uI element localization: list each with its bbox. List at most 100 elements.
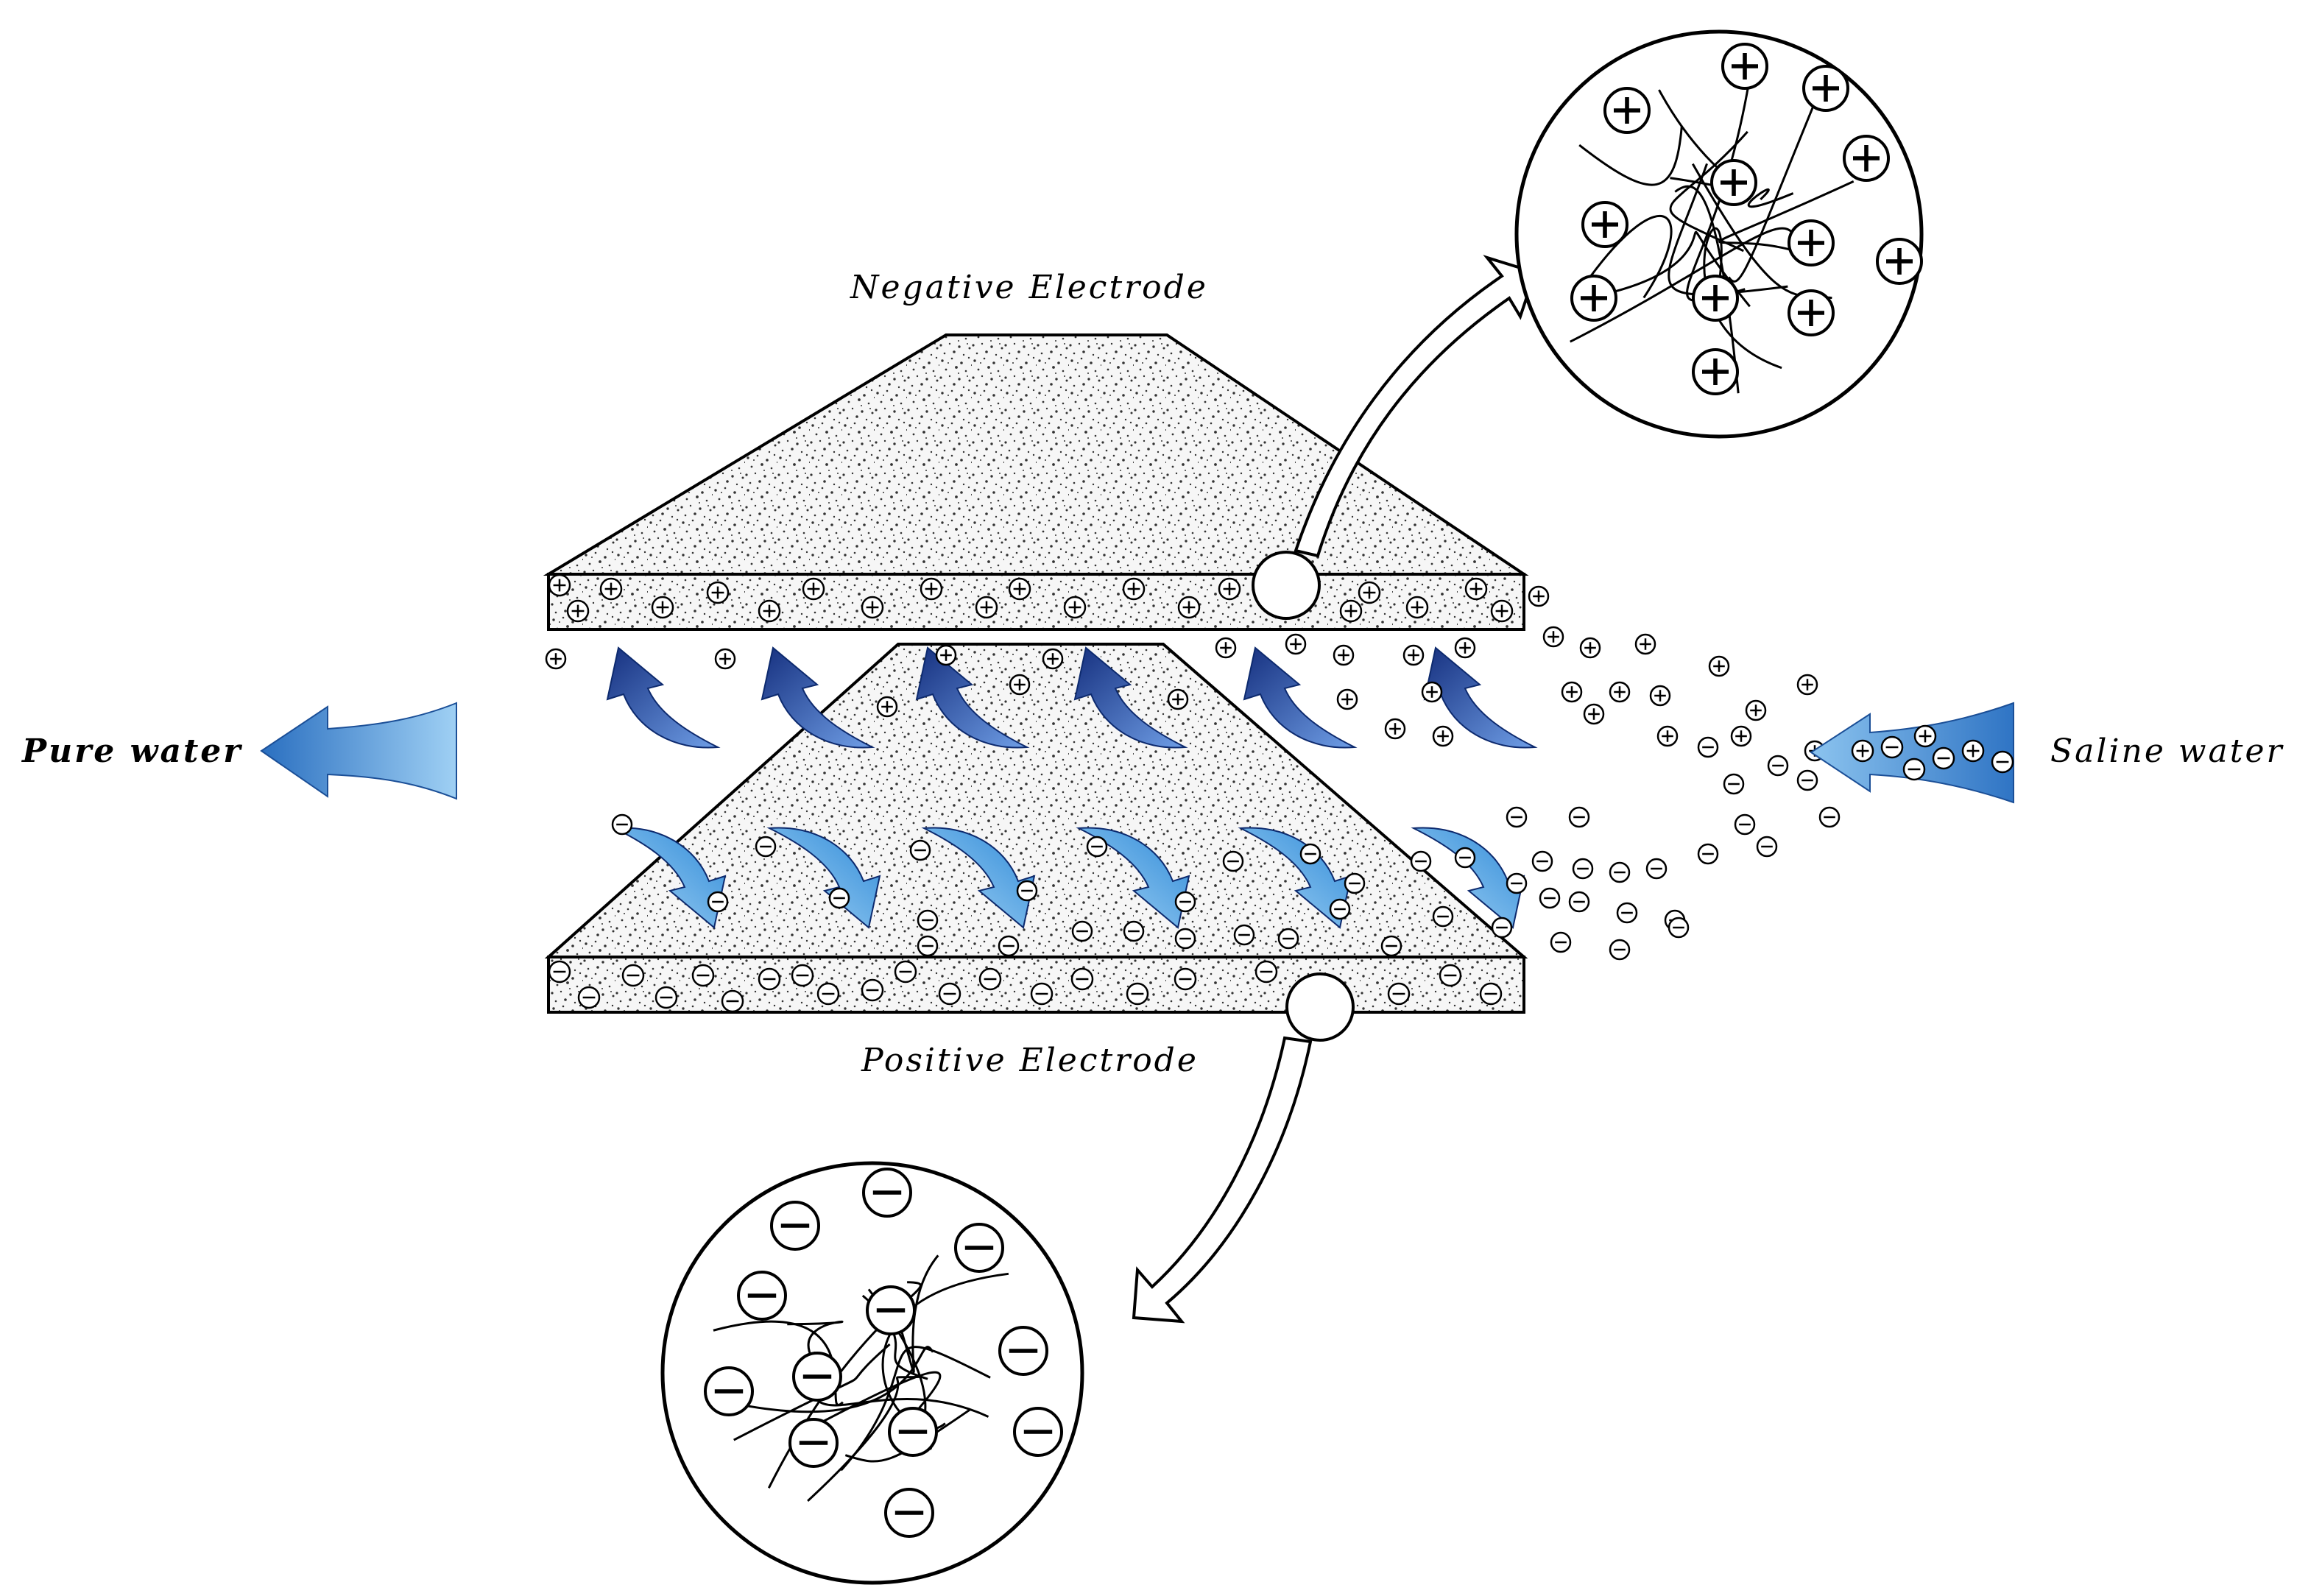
anion-icon (1410, 850, 1432, 872)
free-anions (611, 736, 1841, 961)
anion-icon (1880, 735, 1904, 759)
anion-icon (1531, 850, 1553, 872)
anion-icon (894, 960, 917, 984)
anion-icon (1233, 924, 1255, 946)
cation-icon (1570, 275, 1617, 322)
anion-icon (1572, 858, 1594, 880)
cation-icon (1634, 633, 1656, 655)
cation-icon (1167, 688, 1189, 710)
curved-flow-arrow-icon (1411, 827, 1525, 929)
cation-icon (975, 596, 998, 619)
cation-icon (1358, 581, 1381, 604)
cation-icon (714, 648, 736, 670)
cation-icon (1692, 275, 1739, 322)
anion-icon (1491, 917, 1513, 939)
anion-icon (1123, 920, 1145, 942)
cation-icon (1339, 599, 1363, 623)
anion-icon (884, 1488, 934, 1538)
anion-icon (954, 1223, 1004, 1273)
anion-icon (1254, 960, 1278, 984)
cation-icon (548, 573, 571, 597)
cation-icon (599, 577, 623, 601)
cation-icon (1122, 577, 1146, 601)
cation-icon (1009, 674, 1031, 696)
anion-icon (1174, 967, 1197, 991)
anion-icon (548, 960, 571, 984)
cation-icon (566, 599, 590, 623)
anion-icon (862, 1168, 912, 1218)
anion-icon (1071, 920, 1093, 942)
anion-icon (917, 909, 939, 931)
anion-icon (861, 978, 884, 1002)
curved-flow-arrow-icon (915, 646, 1030, 749)
anion-icon (1506, 806, 1528, 828)
positive-electrode-label: Positive Electrode (861, 1042, 1199, 1079)
anion-icon (1723, 773, 1745, 795)
cation-icon (1063, 596, 1087, 619)
cation-icon (1432, 725, 1454, 747)
anion-icon (770, 1201, 820, 1251)
cation-icon (1490, 599, 1514, 623)
anion-icon (1070, 967, 1094, 991)
cation-zoom-callout (1252, 29, 1924, 620)
cation-icon (1561, 681, 1583, 703)
anion-icon (1796, 769, 1818, 791)
cation-icon (1336, 688, 1358, 710)
curved-flow-arrow-icon (1423, 646, 1538, 749)
curved-flow-arrow-icon (606, 646, 721, 749)
anion-icon (577, 986, 601, 1009)
cation-icon (861, 596, 884, 619)
cation-icon (1692, 348, 1739, 395)
anion-icon (1902, 758, 1926, 781)
anion-icon (998, 1326, 1048, 1376)
anion-icon (1616, 902, 1638, 924)
curved-flow-arrow-icon (766, 827, 881, 929)
negative-electrode-adsorbed-cations (548, 573, 1514, 623)
cation-icon (935, 644, 957, 666)
anion-icon (1991, 750, 2014, 774)
anion-icon (792, 1352, 842, 1402)
anion-icon (737, 1271, 787, 1321)
cation-icon (1745, 699, 1767, 721)
positive-electrode-adsorbed-anions (548, 960, 1503, 1013)
anion-icon (1609, 939, 1631, 961)
positive-electrode (544, 643, 1528, 1014)
anion-icon (1439, 964, 1462, 987)
anion-icon (1432, 905, 1454, 928)
anion-icon (1299, 843, 1321, 865)
cation-icon (758, 599, 781, 623)
cation-icon (651, 596, 674, 619)
anion-icon (721, 989, 744, 1013)
cation-icon (1796, 674, 1818, 696)
curved-flow-arrow-icon (1073, 646, 1188, 749)
cation-icon (1710, 159, 1757, 206)
cation-icon (545, 648, 567, 670)
anion-icon (828, 887, 850, 909)
anion-icon (1030, 982, 1054, 1006)
anion-icon (1387, 982, 1411, 1006)
cation-icon (1421, 681, 1443, 703)
cation-icon (1464, 577, 1488, 601)
cation-zoom-detail (1570, 43, 1923, 395)
anion-zoom-callout (660, 972, 1355, 1585)
anion-icon (1668, 917, 1690, 939)
cation-icon (802, 577, 825, 601)
anion-icon (1329, 898, 1351, 920)
cation-icon (1405, 596, 1429, 619)
anion-icon (917, 935, 939, 957)
anion-icon (1568, 891, 1590, 913)
cation-icon (1215, 637, 1237, 659)
anion-icon (1174, 891, 1196, 913)
pure-water-label: Pure water (21, 732, 242, 770)
cation-icon (1649, 685, 1671, 707)
cation-icon (1721, 43, 1768, 90)
curved-flow-arrow-icon (921, 827, 1036, 929)
cation-icon (1730, 725, 1752, 747)
cation-icon (1285, 633, 1307, 655)
cation-icon (1913, 724, 1937, 748)
negative-electrode (543, 333, 1529, 631)
cation-icon (1528, 585, 1550, 607)
cation-icon (1851, 739, 1874, 763)
anion-icon (888, 1407, 938, 1457)
